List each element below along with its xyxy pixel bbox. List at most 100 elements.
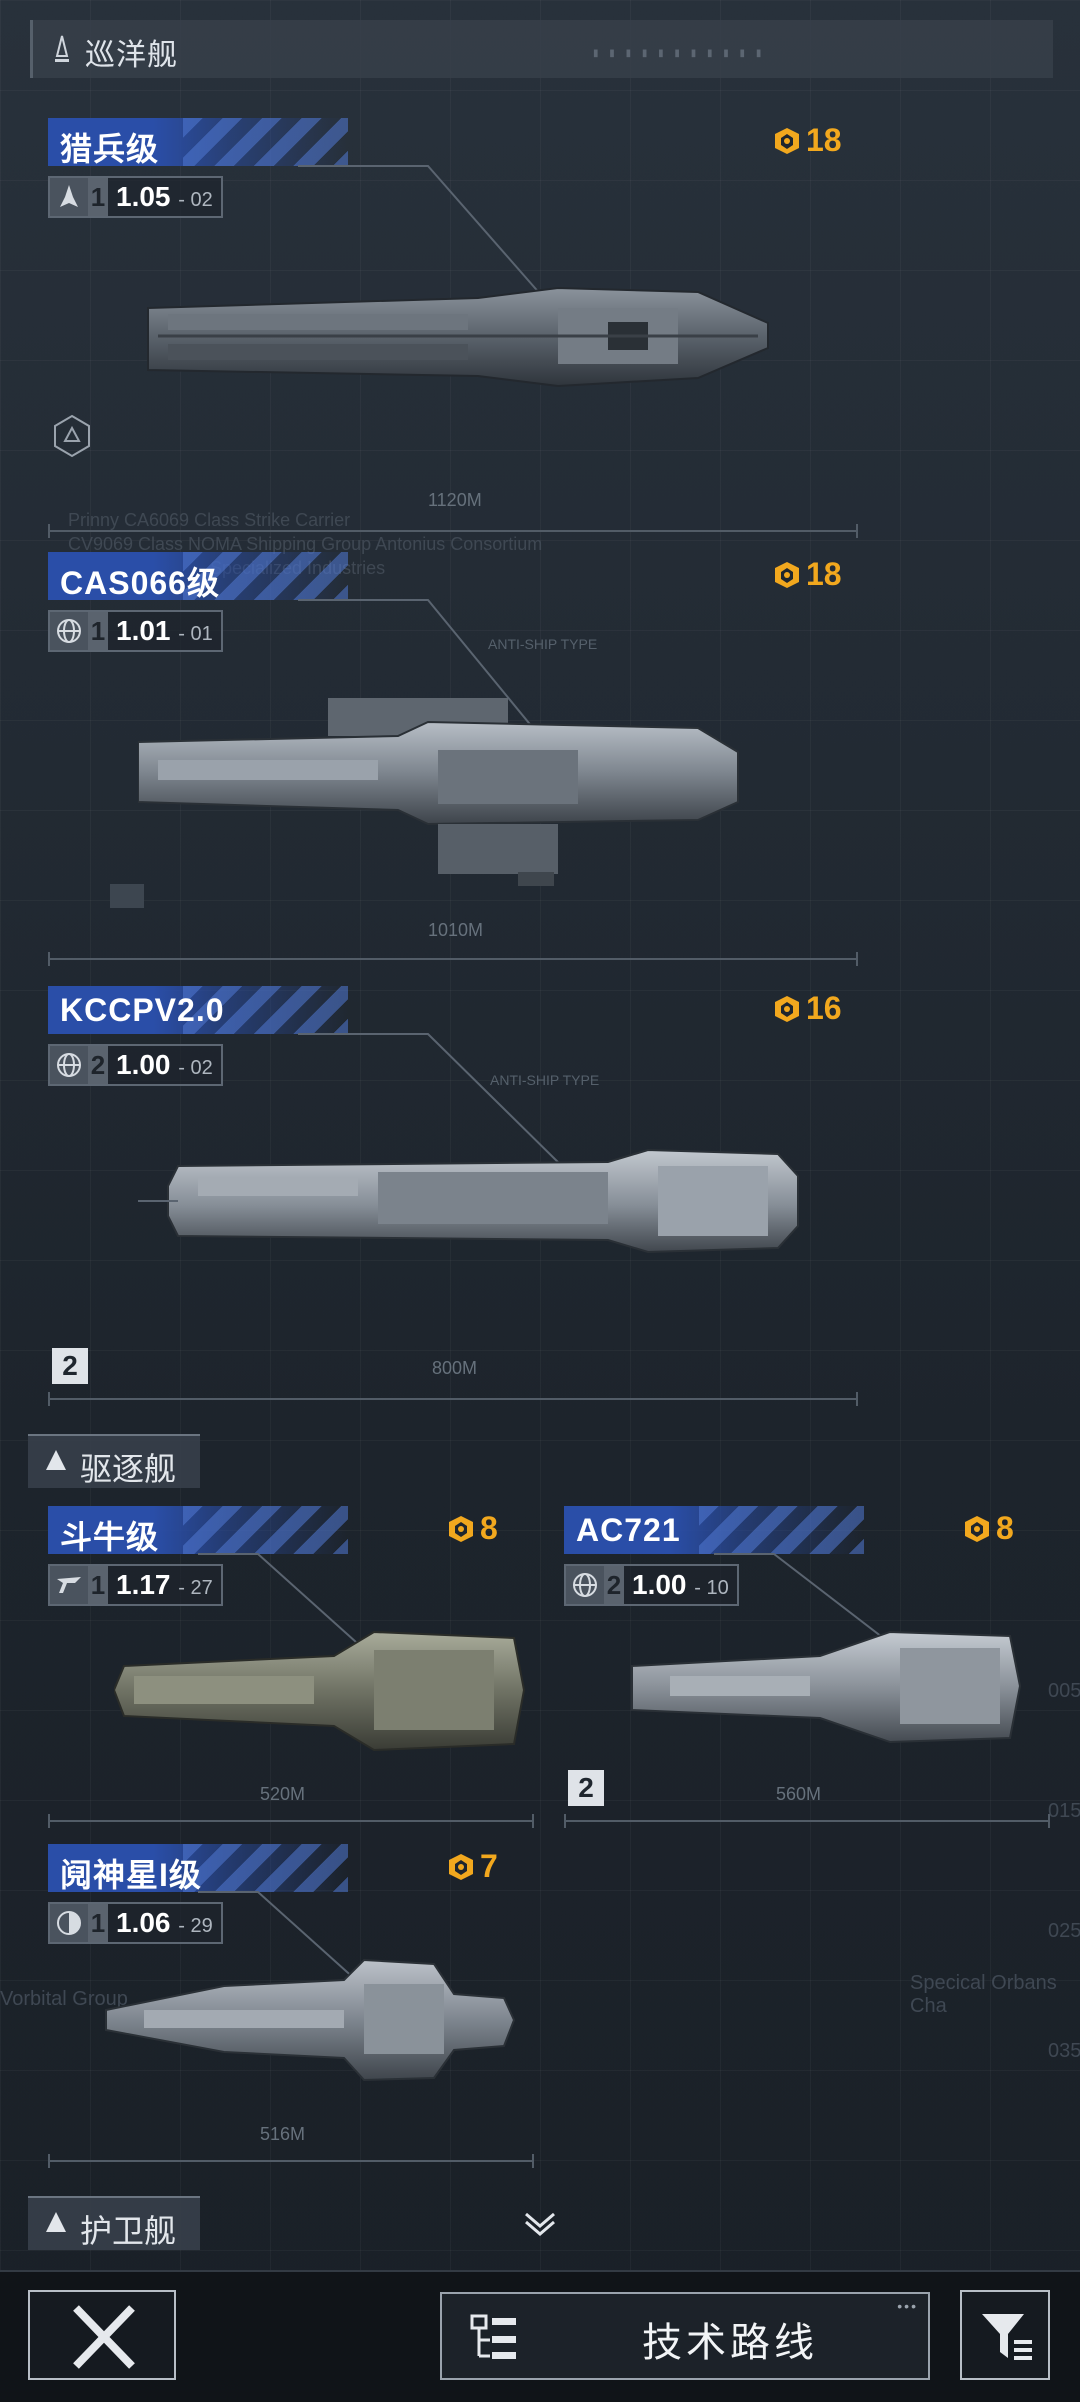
ship-name-bar: 阋神星I级 xyxy=(48,1844,348,1893)
ship-subversion: 02 xyxy=(190,189,213,211)
ship-illustration xyxy=(105,1958,516,2082)
background-label: 005 xyxy=(1048,1680,1080,1702)
callout-line xyxy=(198,1891,377,1999)
scale-label: 1010M xyxy=(428,920,484,940)
globe-icon xyxy=(57,1053,81,1077)
ship-card[interactable]: AC721 8 2 1.00 - 10 2 560M xyxy=(564,1506,1054,1828)
ship-version: 1.00 xyxy=(116,1049,171,1080)
ship-illustration xyxy=(114,1630,526,1752)
ship-card[interactable]: KCCPV2.0 16 2 1.00 - 02 ANTI-SHIP TYPE 2… xyxy=(48,986,858,1406)
ship-tier: 1 xyxy=(88,612,108,650)
ship-name-bar: CAS066级 xyxy=(48,552,348,601)
scale-bar xyxy=(48,952,858,966)
ship-subversion: 27 xyxy=(190,1577,213,1599)
ship-stats: 2 1.00 - 10 xyxy=(564,1564,739,1606)
callout-line xyxy=(298,165,557,313)
scale-label: 800M xyxy=(432,1358,478,1378)
background-label: 015 xyxy=(1048,1800,1080,1822)
scale-label: 1120M xyxy=(428,490,482,510)
tier-badge: 2 xyxy=(52,1348,88,1384)
ship-name: AC721 xyxy=(576,1512,681,1548)
background-label: Specical Orbans Cha xyxy=(910,1972,1057,2017)
ship-tier: 1 xyxy=(88,1566,108,1604)
command-point-icon xyxy=(775,995,799,1022)
scale-label: 560M xyxy=(776,1784,822,1804)
globe-icon xyxy=(57,619,81,643)
command-point-icon xyxy=(775,127,799,154)
callout-line xyxy=(298,599,557,757)
ship-name: CAS066级 xyxy=(60,565,220,601)
callout-line xyxy=(298,1033,567,1171)
scale-bar xyxy=(48,1392,858,1406)
scale-bar xyxy=(48,2154,534,2168)
ship-subversion: 29 xyxy=(190,1915,213,1937)
ship-name-bar: 斗牛级 xyxy=(48,1506,348,1555)
ship-stats: 1 1.05 - 02 xyxy=(48,176,223,218)
ship-name: KCCPV2.0 xyxy=(60,992,225,1028)
background-label: Prinny CA6069 Class Strike Carrier xyxy=(68,510,351,530)
ship-version: 1.17 xyxy=(116,1569,171,1600)
ship-tier: 1 xyxy=(88,178,108,216)
section-header-frigate[interactable]: 护卫舰 xyxy=(28,2196,200,2250)
command-point-icon xyxy=(965,1515,989,1542)
scale-bar xyxy=(48,524,858,538)
ship-cost: 18 xyxy=(772,556,842,593)
filter-button[interactable] xyxy=(960,2290,1050,2380)
ship-card[interactable]: CAS066级 18 1 1.01 - 01 ANTI-SHIP TYPE 10… xyxy=(48,552,858,972)
command-point-icon xyxy=(449,1515,473,1542)
ship-name: 猎兵级 xyxy=(60,131,160,167)
rocket-icon xyxy=(60,185,78,207)
globe-icon xyxy=(573,1573,597,1597)
ship-name: 阋神星I级 xyxy=(60,1857,202,1893)
chevron-down-icon[interactable] xyxy=(522,2208,558,2238)
section-title: 驱逐舰 xyxy=(80,1451,177,1487)
ship-illustration xyxy=(631,1630,1022,1744)
ship-cost: 7 xyxy=(446,1848,498,1885)
close-icon xyxy=(73,2305,135,2369)
background-label: ANTI-SHIP TYPE xyxy=(490,1072,600,1088)
filter-icon xyxy=(982,2314,1032,2360)
ship-illustration xyxy=(147,286,769,388)
background-label: 025 xyxy=(1048,1920,1080,1942)
ship-tier: 2 xyxy=(604,1566,624,1604)
section-header-cruiser[interactable]: 巡洋舰 ▮ ▮ ▮ ▮ ▮ ▮ ▮ ▮ ▮ ▮ ▮ xyxy=(30,20,1053,78)
ship-subversion: 10 xyxy=(706,1577,729,1599)
section-title: 护卫舰 xyxy=(80,2213,177,2249)
ship-name: 斗牛级 xyxy=(60,1519,160,1555)
scale-label: 520M xyxy=(260,1784,306,1804)
ship-cost: 8 xyxy=(446,1510,498,1547)
ship-illustration xyxy=(138,1148,799,1254)
callout-line xyxy=(198,1553,377,1661)
ship-cost: 8 xyxy=(962,1510,1014,1547)
wing-logo-icon xyxy=(57,1577,81,1593)
ship-cost: 16 xyxy=(772,990,842,1027)
ship-cost: 18 xyxy=(772,122,842,159)
schematic-icon xyxy=(110,884,144,908)
callout-line xyxy=(714,1553,913,1661)
close-button[interactable] xyxy=(28,2290,176,2380)
ship-version: 1.01 xyxy=(116,615,171,646)
hexagon-icon[interactable] xyxy=(52,414,92,458)
globe-half-icon xyxy=(57,1911,81,1935)
background-label: Vorbital Group xyxy=(0,1988,128,2010)
ship-stats: 1 1.06 - 29 xyxy=(48,1902,223,1944)
ship-card[interactable]: 猎兵级 18 1 1.05 - 02 1120M xyxy=(48,118,858,538)
ship-subversion: 01 xyxy=(190,623,213,645)
ship-card[interactable]: 阋神星I级 7 1 1.06 - 29 516M xyxy=(48,1844,538,2168)
section-header-destroyer[interactable]: 驱逐舰 xyxy=(28,1434,200,1488)
ship-name-bar: 猎兵级 xyxy=(48,118,348,167)
tech-route-button[interactable]: 技术路线 ••• xyxy=(440,2292,930,2380)
ship-subversion: 02 xyxy=(190,1057,213,1079)
ship-stats: 1 1.01 - 01 xyxy=(48,610,223,652)
triangle-icon xyxy=(46,1450,66,1470)
ship-name-bar: AC721 xyxy=(564,1506,864,1554)
scale-bar xyxy=(48,1814,534,1828)
ship-illustration xyxy=(138,698,739,886)
ship-tier: 1 xyxy=(88,1904,108,1942)
background-label: 035 xyxy=(1048,2040,1080,2062)
section-title: 巡洋舰 xyxy=(85,39,178,72)
ship-card[interactable]: 斗牛级 8 1 1.17 - 27 520M xyxy=(48,1506,538,1828)
command-point-icon xyxy=(775,561,799,588)
scale-label: 516M xyxy=(260,2124,306,2144)
tech-tree-icon xyxy=(470,2314,516,2359)
